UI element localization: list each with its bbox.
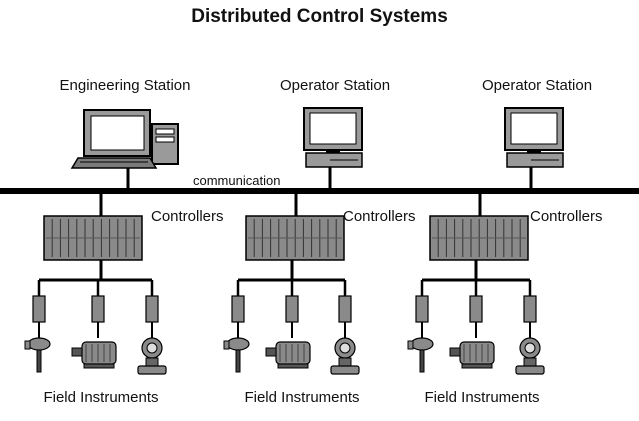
engineering-station-computer [70, 109, 179, 169]
temperature-transmitter-icon [410, 337, 434, 351]
controllers-3-label: Controllers [530, 208, 603, 225]
temperature-transmitter-icon [27, 337, 51, 351]
controllers-1-label: Controllers [151, 208, 224, 225]
controller-group-1 [24, 194, 167, 375]
controller-group-2 [223, 194, 360, 375]
motor-icon [275, 341, 311, 365]
io-module-3-1 [415, 295, 429, 323]
io-module-3-2 [469, 295, 483, 323]
field-instruments-3-label: Field Instruments [424, 389, 540, 406]
engineering-station-label: Engineering Station [59, 77, 191, 94]
io-module-1-2 [91, 295, 105, 323]
temperature-transmitter-icon [226, 337, 250, 351]
field-instruments-1-label: Field Instruments [43, 389, 159, 406]
communication-bus [0, 188, 639, 194]
controllers-2-label: Controllers [343, 208, 416, 225]
communication-label: communication [193, 173, 281, 188]
io-module-1-1 [32, 295, 46, 323]
io-module-1-3 [145, 295, 159, 323]
io-module-2-3 [338, 295, 352, 323]
operator-station-2-label: Operator Station [481, 77, 593, 94]
field-instruments-2-label: Field Instruments [244, 389, 360, 406]
io-module-3-3 [523, 295, 537, 323]
motor-icon [459, 341, 495, 365]
motor-icon [81, 341, 117, 365]
io-module-2-2 [285, 295, 299, 323]
controller-group-3 [407, 194, 545, 375]
diagram-title: Distributed Control Systems [191, 6, 448, 27]
io-module-2-1 [231, 295, 245, 323]
operator-station-1-label: Operator Station [279, 77, 391, 94]
operator-station-1-computer [303, 107, 363, 168]
operator-station-2-computer [504, 107, 564, 168]
